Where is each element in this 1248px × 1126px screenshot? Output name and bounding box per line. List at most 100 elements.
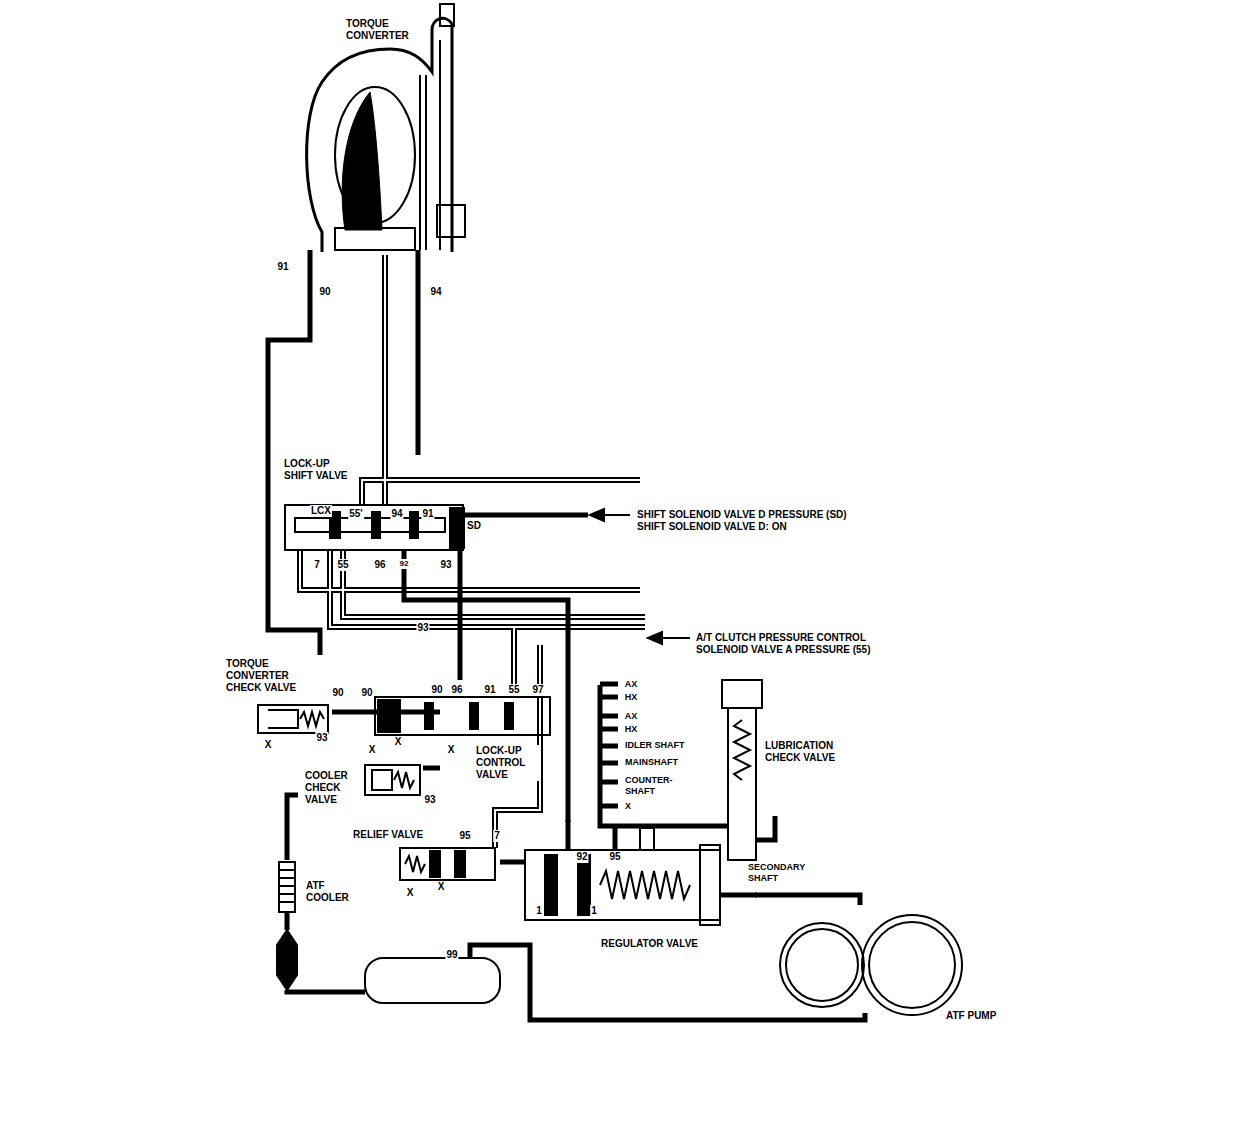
label-anchor: X: [624, 801, 632, 812]
callout-number: 1: [535, 905, 543, 917]
label-anchor: 96: [373, 559, 386, 571]
label-anchor: 99: [445, 949, 458, 961]
signal-name: SHIFT SOLENOID VALVE D PRESSURE (SD): [636, 509, 848, 521]
callout-number: 93: [315, 732, 328, 744]
valve-label: TORQUE CONVERTER CHECK VALVE: [225, 658, 310, 694]
label-anchor: 93: [439, 559, 452, 571]
label-anchor: AX: [624, 711, 639, 722]
label-anchor: X: [394, 736, 403, 748]
callout-number: 7: [313, 559, 321, 571]
callout-number: 55': [348, 508, 364, 520]
node-text-box: LOCK-UP CONTROL VALVE: [475, 745, 540, 781]
pressure-line-part: [600, 685, 728, 850]
label-anchor: 93: [423, 794, 436, 806]
label-anchor: A/T CLUTCH PRESSURE CONTROL SOLENOID VAL…: [695, 632, 920, 656]
regulator-valve: REGULATOR VALVE: [525, 822, 755, 957]
torque-converter-drawing-part: [307, 30, 432, 252]
label-anchor: 92: [575, 851, 588, 863]
label-anchor: 91: [421, 508, 434, 520]
callout-number: 93: [416, 622, 429, 634]
torque-converter-drawing-part: [342, 92, 382, 230]
node-text-box: LOCK-UP SHIFT VALVE: [283, 458, 353, 482]
torque-converter-drawing-part: [335, 87, 415, 223]
callout-number: 90: [430, 684, 443, 696]
signal-name: A/T CLUTCH PRESSURE CONTROL SOLENOID VAL…: [695, 632, 920, 656]
valve-label: ATF PUMP: [945, 1010, 1005, 1022]
callout-number: 93: [439, 559, 452, 571]
label-anchor: 7: [493, 830, 501, 842]
torque-converter-drawing-part: [432, 18, 452, 252]
fluid-line: [332, 710, 440, 715]
label-anchor: 92: [399, 559, 410, 569]
valve-bodies-part: [405, 856, 425, 872]
cooler-check-valve: COOLER CHECK VALVE: [298, 745, 423, 810]
valve-bodies-part: [375, 697, 550, 735]
label-anchor: X: [447, 744, 456, 756]
label-anchor: 94: [390, 508, 403, 520]
valve-bodies-part: [545, 855, 557, 915]
pressure-line-part: [720, 893, 757, 898]
valve-bodies-part: [258, 705, 328, 733]
label-anchor: 91: [483, 684, 496, 696]
label-anchor: X: [368, 744, 377, 756]
valve-bodies-part: [525, 850, 720, 920]
relief-valve: RELIEF VALVE: [350, 825, 500, 890]
signal-arrow-part: [660, 637, 690, 639]
valve-bodies-part: [455, 851, 465, 877]
label-anchor: COUNTER- SHAFT: [624, 775, 679, 797]
valve-bodies-part: [600, 871, 690, 899]
fluid-line: [404, 575, 568, 822]
label-anchor: 90: [430, 684, 443, 696]
valve-bodies-part: [862, 915, 962, 1015]
label-anchor: X: [406, 887, 415, 899]
callout-number: 90: [360, 687, 373, 699]
fluid-line: [458, 575, 463, 680]
callout-number: X: [447, 744, 456, 756]
valve-bodies-part: [425, 703, 433, 729]
callout-number: 95: [458, 830, 471, 842]
label-anchor: SHIFT SOLENOID VALVE D: ON: [636, 521, 788, 533]
label-anchor: 90: [360, 687, 373, 699]
callout-number: 7: [493, 830, 501, 842]
valve-bodies-part: [295, 518, 445, 532]
node-text-box: RELIEF VALVE: [352, 829, 432, 841]
valve-bodies-part: [780, 923, 864, 1007]
label-anchor: HX: [624, 724, 639, 735]
signal-name: COUNTER- SHAFT: [624, 775, 679, 797]
label-anchor: 91: [276, 261, 289, 273]
node-text-box: TORQUE CONVERTER CHECK VALVE: [225, 658, 310, 694]
signal-arrow-part: [602, 514, 630, 516]
callout-number: 97: [531, 684, 544, 696]
valve-bodies-part: [372, 770, 414, 790]
label-anchor: 97: [531, 684, 544, 696]
label-anchor: 93: [315, 732, 328, 744]
callout-number: 91: [276, 261, 289, 273]
callout-number: 55: [336, 559, 349, 571]
valve-bodies-part: [700, 845, 720, 925]
lock-up-shift-valve: LOCK-UP SHIFT VALVE: [280, 455, 470, 575]
callout-number: HX: [624, 724, 639, 735]
valve-bodies-part: [450, 508, 464, 548]
label-anchor: SD: [466, 520, 482, 532]
valve-label: ATF COOLER: [305, 880, 357, 904]
callout-number: 94: [429, 286, 442, 298]
label-anchor: 1: [535, 905, 543, 917]
valve-bodies-part: [470, 703, 478, 729]
label-anchor: 90: [318, 286, 331, 298]
fluid-line: [500, 860, 525, 865]
lubrication-check-valve: LUBRICATION CHECK VALVE: [712, 676, 863, 816]
valve-label: RELIEF VALVE: [352, 829, 432, 841]
valve-bodies-part: [728, 708, 756, 860]
callout-number: 96: [373, 559, 386, 571]
valve-bodies-part: [578, 855, 590, 915]
torque-converter: TORQUE CONVERTER: [300, 12, 470, 262]
callout-number: HX: [624, 692, 639, 703]
valve-bodies-part: [734, 720, 750, 780]
valve-bodies-part: [279, 870, 295, 902]
fluid-line: [416, 262, 421, 455]
callout-number: X: [368, 744, 377, 756]
callout-number: X: [264, 739, 273, 751]
valve-label: REGULATOR VALVE: [600, 938, 710, 950]
